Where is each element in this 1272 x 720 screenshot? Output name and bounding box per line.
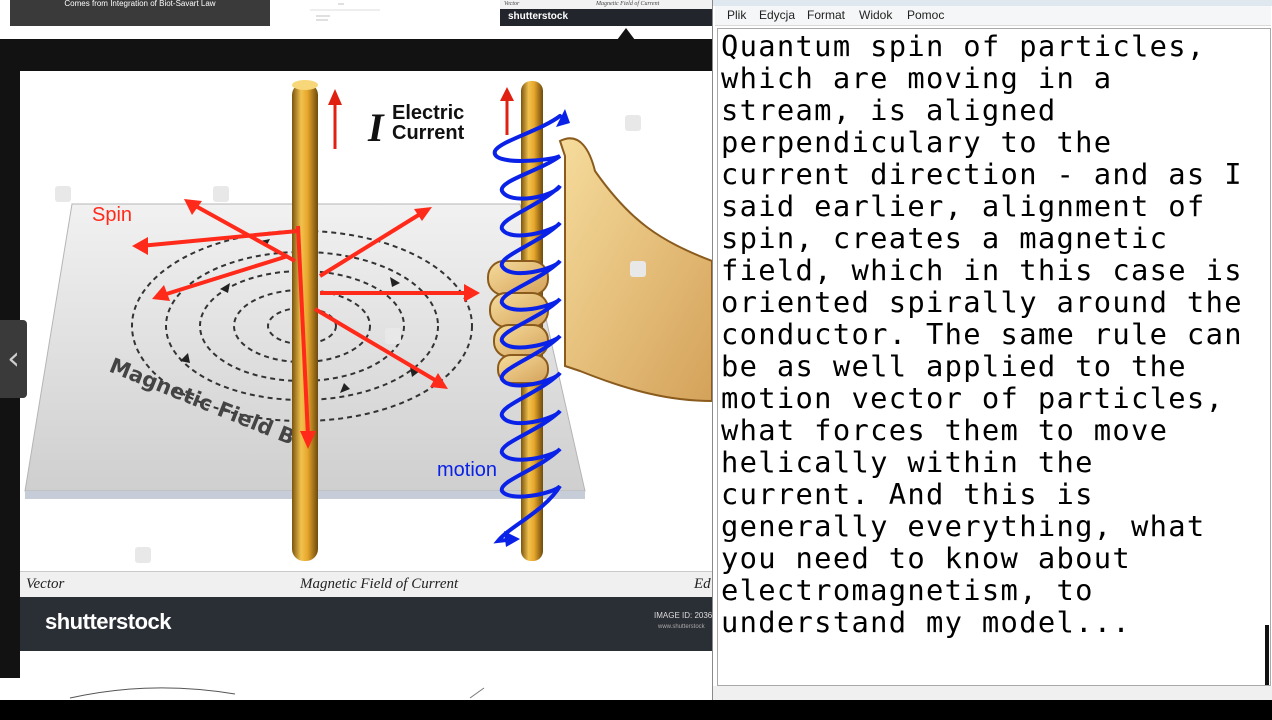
watermark-marks bbox=[55, 115, 646, 563]
rod-top-cap bbox=[292, 80, 318, 90]
image-footer: shutterstock IMAGE ID: 2036 www.shutters… bbox=[20, 597, 712, 651]
page-below-lightbox bbox=[0, 678, 712, 700]
thumbnail-caption: Comes from Integration of Biot-Savart La… bbox=[64, 0, 216, 8]
window-top-edge bbox=[713, 0, 1272, 6]
thumbnail-brand: shutterstock bbox=[508, 11, 569, 22]
text-edit-area[interactable]: Quantum spin of particles, which are mov… bbox=[717, 28, 1271, 686]
formula-sketch bbox=[310, 3, 380, 21]
scrollbar-thumb[interactable] bbox=[1265, 625, 1269, 685]
helix-arrow-head-top bbox=[556, 109, 570, 127]
thumbnail-strip: Comes from Integration of Biot-Savart La… bbox=[0, 0, 712, 40]
thumbnail-formula[interactable] bbox=[300, 0, 420, 30]
document-text: Quantum spin of particles, which are mov… bbox=[721, 29, 1243, 639]
partial-shape bbox=[69, 687, 485, 699]
previous-image-button[interactable]: ‹ bbox=[0, 320, 27, 398]
thumbnail-caption-mid: Magnetic Field of Current bbox=[596, 1, 660, 7]
image-url: www.shutterstock bbox=[658, 624, 705, 630]
caption-mid: Magnetic Field of Current bbox=[300, 576, 459, 592]
current-arrow-head bbox=[328, 89, 342, 105]
thumbnail-magnetic-field[interactable]: Vector Magnetic Field of Current shutter… bbox=[500, 0, 712, 26]
taskbar-strip bbox=[0, 700, 1272, 720]
magnetic-field-illustration: Magnetic Field B I Electric Current bbox=[24, 80, 712, 563]
image-id: IMAGE ID: 2036 bbox=[654, 611, 712, 620]
right-current-arrow-head bbox=[500, 87, 514, 101]
current-symbol: I bbox=[367, 105, 385, 150]
notepad-window: Plik Edycja Format Widok Pomoc Quantum s… bbox=[712, 0, 1272, 700]
helical-motion-path bbox=[492, 114, 562, 544]
spin-arrow-heads bbox=[132, 199, 480, 449]
caption-left: Vector bbox=[26, 576, 65, 592]
window-bottom-edge bbox=[713, 686, 1272, 700]
menu-pomoc[interactable]: Pomoc bbox=[907, 8, 945, 22]
menu-format[interactable]: Format bbox=[807, 8, 846, 22]
active-thumbnail-pointer bbox=[617, 28, 635, 40]
menu-widok[interactable]: Widok bbox=[859, 8, 893, 22]
vertical-scrollbar[interactable] bbox=[1256, 29, 1270, 685]
thumbnail-caption-bar: Vector Magnetic Field of Current bbox=[500, 0, 712, 9]
main-image[interactable]: Magnetic Field B I Electric Current bbox=[20, 71, 712, 684]
menu-edycja[interactable]: Edycja bbox=[759, 8, 796, 22]
image-caption-bar: Vector Magnetic Field of Current Ed bbox=[20, 571, 712, 597]
thumbnail-biot-savart[interactable]: Comes from Integration of Biot-Savart La… bbox=[10, 0, 270, 26]
motion-annotation: motion bbox=[437, 459, 497, 481]
spin-arrows bbox=[139, 202, 470, 437]
thumbnail-caption-left: Vector bbox=[504, 1, 520, 7]
helix-arrow-head-bottom bbox=[504, 531, 520, 547]
caption-right: Ed bbox=[694, 576, 711, 592]
menu-bar: Plik Edycja Format Widok Pomoc bbox=[715, 6, 1271, 26]
current-label-2: Current bbox=[392, 122, 465, 144]
current-label: Electric bbox=[392, 102, 464, 124]
chevron-left-icon: ‹ bbox=[7, 339, 20, 377]
menu-plik[interactable]: Plik bbox=[727, 8, 747, 22]
shutterstock-logo[interactable]: shutterstock bbox=[45, 609, 172, 634]
spin-annotation: Spin bbox=[92, 204, 132, 226]
conductor-rod-left bbox=[292, 83, 318, 561]
